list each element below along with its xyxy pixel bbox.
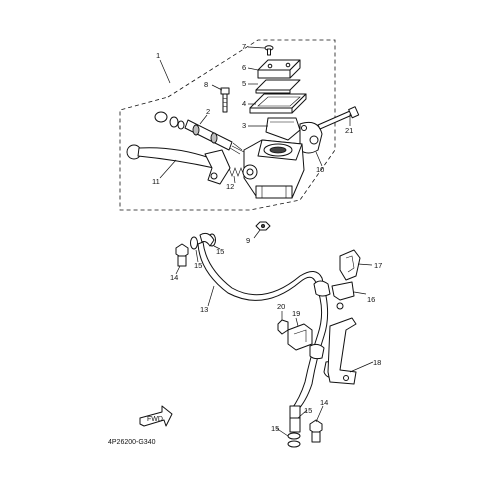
banjo-bolt-part-14-lower	[309, 419, 323, 443]
brake-lever-part-11	[126, 144, 231, 185]
callout-19: 19	[292, 309, 300, 318]
callout-6: 6	[242, 63, 246, 72]
callout-15-lower-left: 15	[271, 424, 279, 433]
callout-4: 4	[242, 99, 246, 108]
holder-part-10	[299, 121, 323, 154]
callout-1: 1	[156, 51, 160, 60]
float-part-3	[265, 117, 301, 141]
clamp-part-19	[287, 323, 313, 351]
callout-7: 7	[242, 42, 246, 51]
diagram-code: 4P26200-G340	[108, 439, 156, 446]
nut-part-9	[255, 221, 271, 231]
bracket-part-16	[331, 281, 355, 310]
callout-20: 20	[277, 302, 285, 311]
callout-2: 2	[206, 107, 210, 116]
callout-12: 12	[226, 182, 234, 191]
assembly-outline	[119, 39, 336, 211]
callout-15-upper-right: 15	[216, 247, 224, 256]
washers-part-15-lower	[287, 432, 301, 448]
piston-kit-part-2	[154, 111, 245, 155]
callout-14-lower: 14	[320, 398, 328, 407]
callout-5: 5	[242, 79, 246, 88]
callout-16: 16	[367, 295, 375, 304]
callout-14-upper: 14	[170, 273, 178, 282]
callout-17: 17	[374, 261, 382, 270]
hose-guide-part-17	[339, 249, 361, 281]
callout-15-lower-right: 15	[304, 406, 312, 415]
callout-15-upper-left: 15	[194, 261, 202, 270]
master-cylinder-body	[242, 139, 305, 199]
callout-labels: 1 2 3 4 5 6 7 8 9 10 11 12 13 14 15 15 1…	[152, 42, 382, 433]
callout-9: 9	[246, 236, 250, 245]
screw-part-7	[264, 45, 274, 56]
bolt-part-8	[220, 87, 230, 113]
callout-13: 13	[200, 305, 208, 314]
diaphragm-part-4	[249, 93, 307, 114]
diaphragm-plate-part-5	[255, 79, 301, 94]
fwd-arrow-icon: FWD	[139, 405, 173, 427]
callout-11: 11	[152, 177, 160, 186]
callout-3: 3	[242, 121, 246, 130]
bolt-part-20	[277, 319, 289, 335]
fwd-label: FWD	[147, 416, 163, 423]
callout-10: 10	[316, 165, 324, 174]
holder-bracket-part-18	[327, 317, 357, 385]
reservoir-cap-part-6	[257, 59, 301, 79]
banjo-bolt-part-14-upper	[175, 243, 189, 267]
leader-lines	[159, 46, 374, 437]
callout-18: 18	[373, 358, 381, 367]
bolt-part-21	[317, 106, 360, 130]
callout-21: 21	[345, 126, 353, 135]
brake-hose-part-13	[197, 232, 339, 433]
callout-8: 8	[204, 80, 208, 89]
